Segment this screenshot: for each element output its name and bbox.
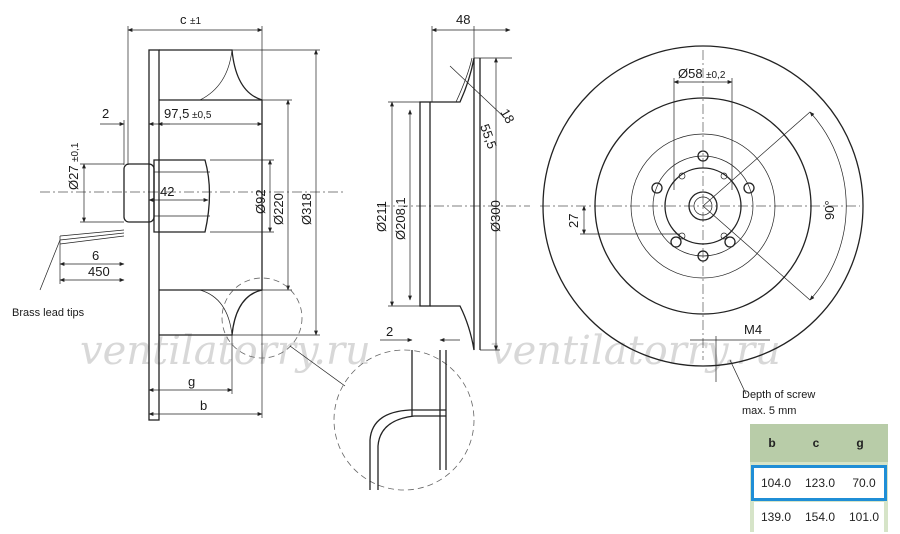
table-cell: 154.0	[804, 510, 836, 524]
dim-g: g	[188, 374, 195, 389]
dim-92: Ø92	[253, 189, 268, 214]
dim-c-tol: ±1	[190, 16, 201, 27]
table-cell: 101.0	[848, 510, 880, 524]
back-plate	[148, 49, 160, 421]
dim-58: Ø58	[678, 66, 703, 81]
shaft-bore	[688, 191, 718, 221]
header-g: g	[856, 436, 864, 450]
dim-211: Ø211	[374, 201, 389, 232]
inlet-ring	[419, 101, 431, 307]
dim-220: Ø220	[271, 193, 286, 225]
dim-318: Ø318	[299, 193, 314, 225]
dim-18: 18	[497, 106, 517, 126]
dim-2-detail: 2	[386, 324, 393, 339]
dim-27-side: Ø27	[66, 165, 81, 190]
table-row: 139.0 154.0 101.0	[754, 502, 884, 532]
header-c: c	[812, 436, 820, 450]
outer-disc	[542, 45, 864, 367]
motor-body	[153, 159, 211, 233]
header-b: b	[768, 436, 776, 450]
dim-97-tol: ±0,5	[192, 110, 212, 121]
dim-b: b	[200, 398, 207, 413]
dim-97: 97,5	[164, 106, 189, 121]
detail-view: 2	[333, 324, 475, 491]
front-view: 48 18 55,5 Ø211 Ø208,1 Ø300	[374, 12, 530, 351]
detail-circle	[333, 349, 475, 491]
screw-note-line2: max. 5 mm	[742, 405, 796, 417]
table-cell: 70.0	[852, 476, 876, 490]
screw-note-line1: Depth of screw	[742, 389, 815, 401]
dim-c: c	[180, 12, 187, 27]
table-cell: 123.0	[804, 476, 836, 490]
dim-m4: M4	[744, 322, 762, 337]
dim-27-rear: 27	[566, 214, 581, 228]
dim-450: 450	[88, 264, 110, 279]
dim-300: Ø300	[488, 200, 503, 232]
watermark-left: ventilatorry.ru	[80, 328, 371, 374]
dim-27-tol: ±0,1	[70, 142, 81, 162]
hub-flange	[664, 167, 742, 245]
dim-208: Ø208,1	[393, 197, 408, 240]
table-header: b c g	[750, 424, 888, 462]
table-row-highlighted: 104.0 123.0 70.0	[751, 465, 887, 501]
bolt-circle	[652, 155, 754, 257]
brass-lead-label: Brass lead tips	[12, 307, 85, 319]
dim-42: 42	[160, 184, 174, 199]
side-view: c ±1 97,5 ±0,5 2 Ø27 ±0,1 42 Ø92 Ø220 Ø3…	[12, 12, 346, 421]
dim-58-tol: ±0,2	[706, 70, 726, 81]
dim-6: 6	[92, 248, 99, 263]
detail-callout-circle	[221, 277, 303, 359]
inner-ring	[630, 133, 776, 279]
table-cell: 104.0	[760, 476, 792, 490]
table-cell: 139.0	[760, 510, 792, 524]
dimension-table: b c g 104.0 123.0 70.0 139.0 154.0 101.0	[750, 424, 888, 532]
rear-view: Ø58 ±0,2 27 90° M4 Depth of screw max. 5…	[540, 45, 864, 417]
dim-2-side: 2	[102, 106, 109, 121]
dim-90: 90°	[822, 200, 837, 220]
dim-48: 48	[456, 12, 470, 27]
